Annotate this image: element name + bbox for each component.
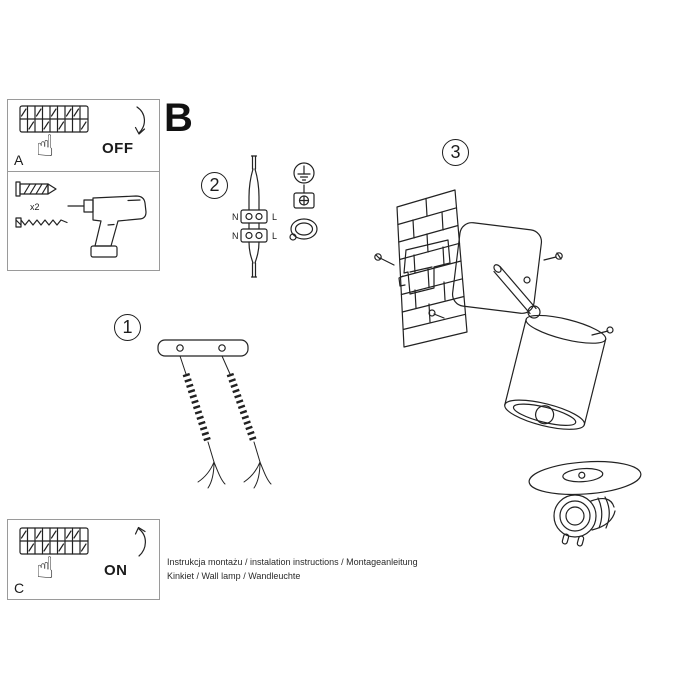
panel-a: ☝ OFF A	[7, 99, 160, 172]
switch-off-illustration	[19, 105, 146, 135]
terminal-block-icon	[240, 209, 268, 243]
suspension-cable-right-icon	[221, 355, 272, 489]
panel-tools: x2	[7, 171, 160, 271]
wall-plate-brick-icon	[396, 189, 468, 348]
screw-icon	[15, 217, 68, 228]
wire-label-l-bottom: L	[272, 231, 277, 241]
suspension-illustration	[157, 339, 272, 489]
wire-label-l-top: L	[272, 212, 277, 222]
power-cable-icon	[248, 155, 260, 211]
mounting-screw-bottom-icon	[428, 309, 445, 319]
pointing-hand-icon: ☝	[36, 130, 55, 163]
lamp-shade-icon	[504, 314, 607, 430]
flip-down-arrow-icon	[134, 106, 146, 135]
anchor-count-label: x2	[30, 202, 40, 212]
tools-illustration: x2	[15, 181, 147, 258]
section-b-label: B	[164, 96, 193, 140]
suspension-cable-left-icon	[179, 355, 226, 489]
lamp-assembly-illustration	[374, 189, 642, 547]
cable-clamp-icon	[293, 184, 315, 209]
step-3-number: 3	[442, 139, 469, 166]
flip-up-arrow-icon	[134, 526, 146, 557]
panel-a-label: A	[14, 152, 24, 168]
step-2-number: 2	[201, 172, 228, 199]
footer-product-line: Kinkiet / Wall lamp / Wandleuchte	[167, 571, 301, 581]
wiring-diagram-illustration: N L N L	[232, 155, 318, 278]
power-cable-bottom-icon	[248, 241, 260, 278]
gasket-ring-icon	[289, 218, 318, 241]
wall-plug-icon	[15, 181, 57, 197]
switch-on-illustration	[19, 526, 146, 557]
drill-icon	[67, 195, 147, 258]
lamp-arm-icon	[493, 264, 541, 319]
step-1-number: 1	[114, 314, 141, 341]
panel-a-state: OFF	[102, 140, 134, 157]
footer-instructions-line: Instrukcja montażu / instalation instruc…	[167, 557, 418, 567]
base-screw-right-icon	[543, 252, 563, 261]
panel-c-state: ON	[104, 562, 128, 579]
lamp-base-icon	[451, 222, 543, 314]
panel-c: ☝ ON C	[7, 519, 160, 600]
pointing-hand-icon: ☝	[36, 552, 55, 585]
wire-label-n-bottom: N	[232, 231, 239, 241]
ground-symbol-icon	[293, 162, 315, 184]
adjustment-pin-icon	[591, 326, 614, 336]
mounting-bar-icon	[157, 339, 249, 357]
breaker-strip-icon	[19, 527, 89, 555]
mounting-bracket-icon	[398, 239, 451, 295]
breaker-strip-icon	[19, 105, 89, 133]
panel-c-label: C	[14, 580, 25, 596]
gu10-bulb-icon	[553, 494, 616, 547]
glass-diffuser-icon	[528, 460, 642, 496]
wire-label-n-top: N	[232, 212, 239, 222]
mounting-screw-left-icon	[374, 253, 395, 266]
